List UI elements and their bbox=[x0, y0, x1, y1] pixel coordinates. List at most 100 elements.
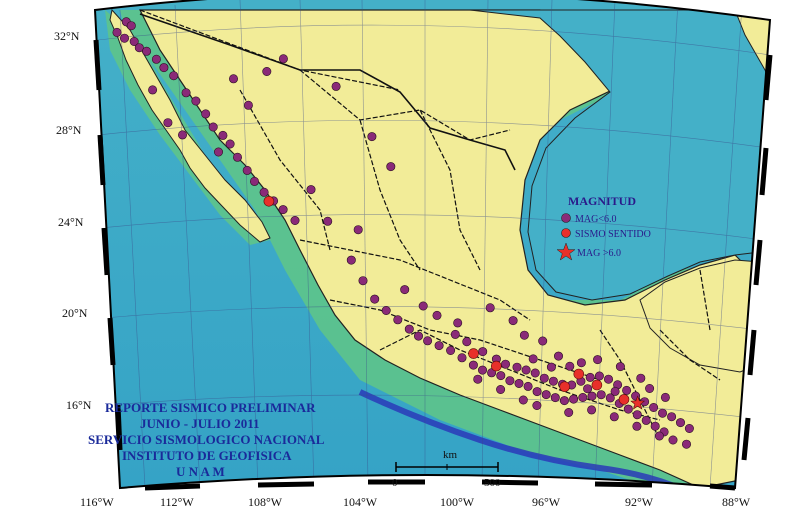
event-small bbox=[660, 392, 670, 402]
event-small bbox=[569, 394, 579, 404]
event-small bbox=[259, 187, 269, 197]
scale-start: 0 bbox=[392, 477, 398, 489]
event-small bbox=[306, 185, 316, 195]
event-small bbox=[615, 362, 625, 372]
graticule bbox=[97, 0, 770, 488]
report-title-line-4: INSTITUTO DE GEOFISICA bbox=[122, 448, 292, 463]
event-small bbox=[485, 303, 495, 313]
event-small bbox=[541, 390, 551, 400]
event-small bbox=[587, 405, 597, 415]
event-small bbox=[564, 407, 574, 417]
scale-unit: km bbox=[443, 449, 458, 461]
state-borders bbox=[139, 9, 721, 441]
legend-item-small: MAG<6.0 bbox=[575, 214, 616, 225]
event-small bbox=[159, 63, 169, 73]
event-felt bbox=[559, 381, 571, 393]
event-small bbox=[129, 36, 139, 46]
event-small bbox=[609, 412, 619, 422]
event-large bbox=[630, 395, 646, 410]
scale-end: 500 bbox=[484, 477, 501, 489]
events-layer bbox=[112, 17, 694, 449]
lat-label-24: 24°N bbox=[58, 215, 84, 229]
event-small bbox=[423, 336, 433, 346]
lon-label-116: 116°W bbox=[80, 495, 114, 509]
legend-title: MAGNITUD bbox=[568, 194, 636, 208]
event-small bbox=[532, 387, 542, 397]
event-small bbox=[142, 46, 152, 56]
event-small bbox=[512, 362, 522, 372]
lon-label-92: 92°W bbox=[625, 495, 654, 509]
event-small bbox=[610, 386, 620, 396]
event-small bbox=[496, 384, 506, 394]
event-small bbox=[358, 276, 368, 286]
lat-label-28: 28°N bbox=[56, 123, 82, 137]
event-small bbox=[500, 359, 510, 369]
middle-america-trench bbox=[358, 389, 702, 488]
legend: MAGNITUD MAG<6.0 SISMO SENTIDO MAG >6.0 bbox=[556, 194, 651, 261]
legend-item-large: MAG >6.0 bbox=[577, 248, 621, 259]
event-small bbox=[462, 337, 472, 347]
lon-label-112: 112°W bbox=[160, 495, 194, 509]
event-small bbox=[585, 372, 595, 382]
event-small bbox=[667, 412, 677, 422]
lon-label-104: 104°W bbox=[343, 495, 378, 509]
land-baja bbox=[109, 8, 271, 243]
event-small bbox=[112, 27, 122, 37]
legend-small-circle-icon bbox=[561, 213, 571, 223]
event-small bbox=[668, 435, 678, 445]
event-small bbox=[218, 130, 228, 140]
event-small bbox=[473, 374, 483, 384]
event-small bbox=[650, 421, 660, 431]
event-small bbox=[565, 361, 575, 371]
event-small bbox=[381, 305, 391, 315]
event-small bbox=[181, 88, 191, 98]
frame-ticks bbox=[93, 39, 773, 491]
event-small bbox=[446, 345, 456, 355]
event-small bbox=[681, 439, 691, 449]
report-title-line-5: U N A M bbox=[176, 464, 225, 479]
event-small bbox=[684, 423, 694, 433]
event-small bbox=[632, 410, 642, 420]
event-small bbox=[148, 85, 158, 95]
event-small bbox=[126, 21, 136, 31]
event-small bbox=[548, 376, 558, 386]
event-small bbox=[191, 96, 201, 106]
event-small bbox=[578, 392, 588, 402]
event-small bbox=[367, 132, 377, 142]
event-small bbox=[290, 216, 300, 226]
us-mexico-border bbox=[139, 13, 516, 171]
event-small bbox=[675, 418, 685, 428]
report-title-line-2: JUNIO - JULIO 2011 bbox=[140, 416, 260, 431]
legend-star-icon bbox=[556, 242, 576, 261]
event-small bbox=[550, 393, 560, 403]
event-small bbox=[532, 400, 542, 410]
event-small bbox=[539, 373, 549, 383]
event-small bbox=[208, 122, 218, 132]
event-small bbox=[477, 365, 487, 375]
event-small bbox=[576, 358, 586, 368]
event-small bbox=[453, 318, 463, 328]
legend-item-felt: SISMO SENTIDO bbox=[575, 229, 651, 240]
event-small bbox=[434, 341, 444, 351]
event-small bbox=[641, 415, 651, 425]
event-small bbox=[250, 176, 260, 186]
event-small bbox=[169, 71, 179, 81]
event-small bbox=[353, 225, 363, 235]
event-small bbox=[278, 205, 288, 215]
event-small bbox=[134, 43, 144, 53]
event-small bbox=[508, 316, 518, 326]
event-small bbox=[178, 130, 188, 140]
event-small bbox=[346, 255, 356, 265]
event-small bbox=[636, 373, 646, 383]
event-small bbox=[654, 431, 664, 441]
legend-felt-circle-icon bbox=[561, 228, 571, 238]
event-small bbox=[622, 385, 632, 395]
event-small bbox=[559, 396, 569, 406]
event-small bbox=[225, 139, 235, 149]
event-small bbox=[151, 54, 161, 64]
event-small bbox=[538, 336, 548, 346]
lon-label-108: 108°W bbox=[248, 495, 283, 509]
event-felt bbox=[618, 394, 630, 405]
event-small bbox=[605, 393, 615, 403]
